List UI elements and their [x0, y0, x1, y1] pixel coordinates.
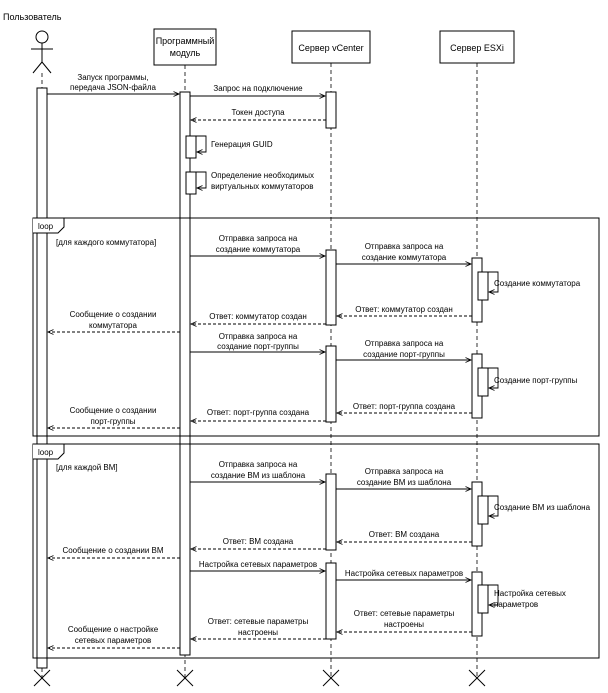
- msg-net-configured-vcenter-label-line2: настроены: [238, 628, 278, 637]
- self-determine-switches-label-line1: Определение необходимых: [211, 171, 314, 180]
- loop1-tag: loop: [38, 222, 54, 231]
- msg-vm-request-module-label-line1: Отправка запроса на: [219, 460, 298, 469]
- participant-module-label-line1: Программный: [156, 36, 215, 46]
- msg-switch-created-vcenter-label: Ответ: коммутатор создан: [209, 312, 307, 321]
- self-create-switch-label: Создание коммутатора: [494, 279, 581, 288]
- activation-bars: [36, 87, 489, 669]
- msg-vm-request-module-label-line2: создание ВМ из шаблона: [211, 471, 306, 480]
- msg-switch-request-vcenter-label-line2: создание коммутатора: [362, 253, 447, 262]
- self-generate-guid: Генерация GUID: [190, 135, 273, 152]
- msg-switch-request-module-label-line1: Отправка запроса на: [219, 234, 298, 243]
- participant-user-label: Пользователь: [3, 12, 62, 22]
- self-create-portgroup-label: Создание порт-группы: [494, 376, 578, 385]
- msg-portgroup-created-esxi-label: Ответ: порт-группа создана: [353, 402, 456, 411]
- self-net-config-esxi-label-line2: параметров: [494, 600, 538, 609]
- destroy-marks: [33, 669, 486, 687]
- loop-frame-switches: loop [для каждого коммутатора] Отправка …: [32, 217, 600, 437]
- self-determine-switches-label-line2: виртуальных коммутаторов: [211, 182, 313, 191]
- msg-start-program-label-line1: Запуск программы,: [77, 73, 148, 82]
- msg-connect-request-label: Запрос на подключение: [213, 84, 303, 93]
- msg-start-program-label-line2: передача JSON-файла: [70, 83, 156, 92]
- msg-vm-notify-user-label: Сообщение о создании ВМ: [62, 546, 163, 555]
- lifelines: [41, 63, 478, 678]
- msg-portgroup-request-vcenter-label-line2: создание порт-группы: [363, 350, 445, 359]
- msg-portgroup-notify-user-label-line2: порт-группы: [90, 417, 135, 426]
- participant-module-label-line2: модуль: [170, 48, 201, 58]
- self-create-vm-label: Создание ВМ из шаблона: [494, 503, 591, 512]
- msg-switch-request-module-label-line2: создание коммутатора: [216, 245, 301, 254]
- self-net-config-esxi-arrow: [482, 584, 499, 605]
- msg-vm-request-vcenter-label-line1: Отправка запроса на: [365, 467, 444, 476]
- msg-switch-notify-user-label-line2: коммутатора: [89, 321, 137, 330]
- msg-portgroup-created-vcenter-label: Ответ: порт-группа создана: [207, 408, 310, 417]
- msg-vm-created-vcenter-label: Ответ: ВМ создана: [223, 537, 294, 546]
- self-create-vm-arrow: [482, 495, 499, 516]
- msg-net-configured-esxi-label-line1: Ответ: сетевые параметры: [354, 609, 455, 618]
- msg-net-notify-user-label-line2: сетевых параметров: [75, 636, 152, 645]
- loop2-tag: loop: [38, 448, 54, 457]
- loop-frame-vms: loop [для каждой ВМ] Отправка запроса на…: [32, 443, 600, 659]
- self-net-config-esxi-label-line1: Настройка сетевых: [494, 589, 566, 598]
- self-create-switch-arrow: [482, 271, 499, 292]
- loop2-guard: [для каждой ВМ]: [56, 463, 118, 472]
- msg-access-token: Токен доступа: [191, 108, 326, 120]
- participant-module: Программный модуль: [153, 28, 217, 66]
- msg-portgroup-request-module-label-line1: Отправка запроса на: [219, 332, 298, 341]
- msg-net-config-vcenter-label: Настройка сетевых параметров: [345, 569, 463, 578]
- msg-start-program: Запуск программы, передача JSON-файла: [47, 73, 179, 94]
- msg-net-configured-vcenter-label-line1: Ответ: сетевые параметры: [208, 617, 309, 626]
- loop1-guard: [для каждого коммутатора]: [56, 238, 156, 247]
- participant-esxi-label: Сервер ESXi: [450, 43, 504, 53]
- msg-net-configured-esxi-label-line2: настроены: [384, 620, 424, 629]
- msg-switch-created-esxi-label: Ответ: коммутатор создан: [355, 305, 453, 314]
- participant-vcenter-label: Сервер vCenter: [298, 43, 363, 53]
- self-create-portgroup-arrow: [482, 367, 499, 388]
- msg-net-config-module-label: Настройка сетевых параметров: [199, 560, 317, 569]
- msg-portgroup-request-vcenter-label-line1: Отправка запроса на: [365, 339, 444, 348]
- self-generate-guid-label: Генерация GUID: [211, 140, 273, 149]
- msg-switch-notify-user-label-line1: Сообщение о создании: [70, 310, 157, 319]
- msg-portgroup-request-module-label-line2: создание порт-группы: [217, 342, 299, 351]
- msg-portgroup-notify-user-label-line1: Сообщение о создании: [70, 406, 157, 415]
- actor-user-icon: [31, 30, 53, 74]
- msg-vm-created-esxi-label: Ответ: ВМ создана: [369, 530, 440, 539]
- participant-esxi: Сервер ESXi: [439, 30, 515, 64]
- self-determine-switches: Определение необходимых виртуальных комм…: [190, 171, 314, 191]
- participant-vcenter: Сервер vCenter: [291, 30, 371, 64]
- msg-vm-request-vcenter-label-line2: создание ВМ из шаблона: [357, 478, 452, 487]
- msg-connect-request: Запрос на подключение: [190, 84, 325, 96]
- msg-net-notify-user-label-line1: Сообщение о настройке: [68, 625, 159, 634]
- msg-switch-request-vcenter-label-line1: Отправка запроса на: [365, 242, 444, 251]
- msg-access-token-label: Токен доступа: [231, 108, 285, 117]
